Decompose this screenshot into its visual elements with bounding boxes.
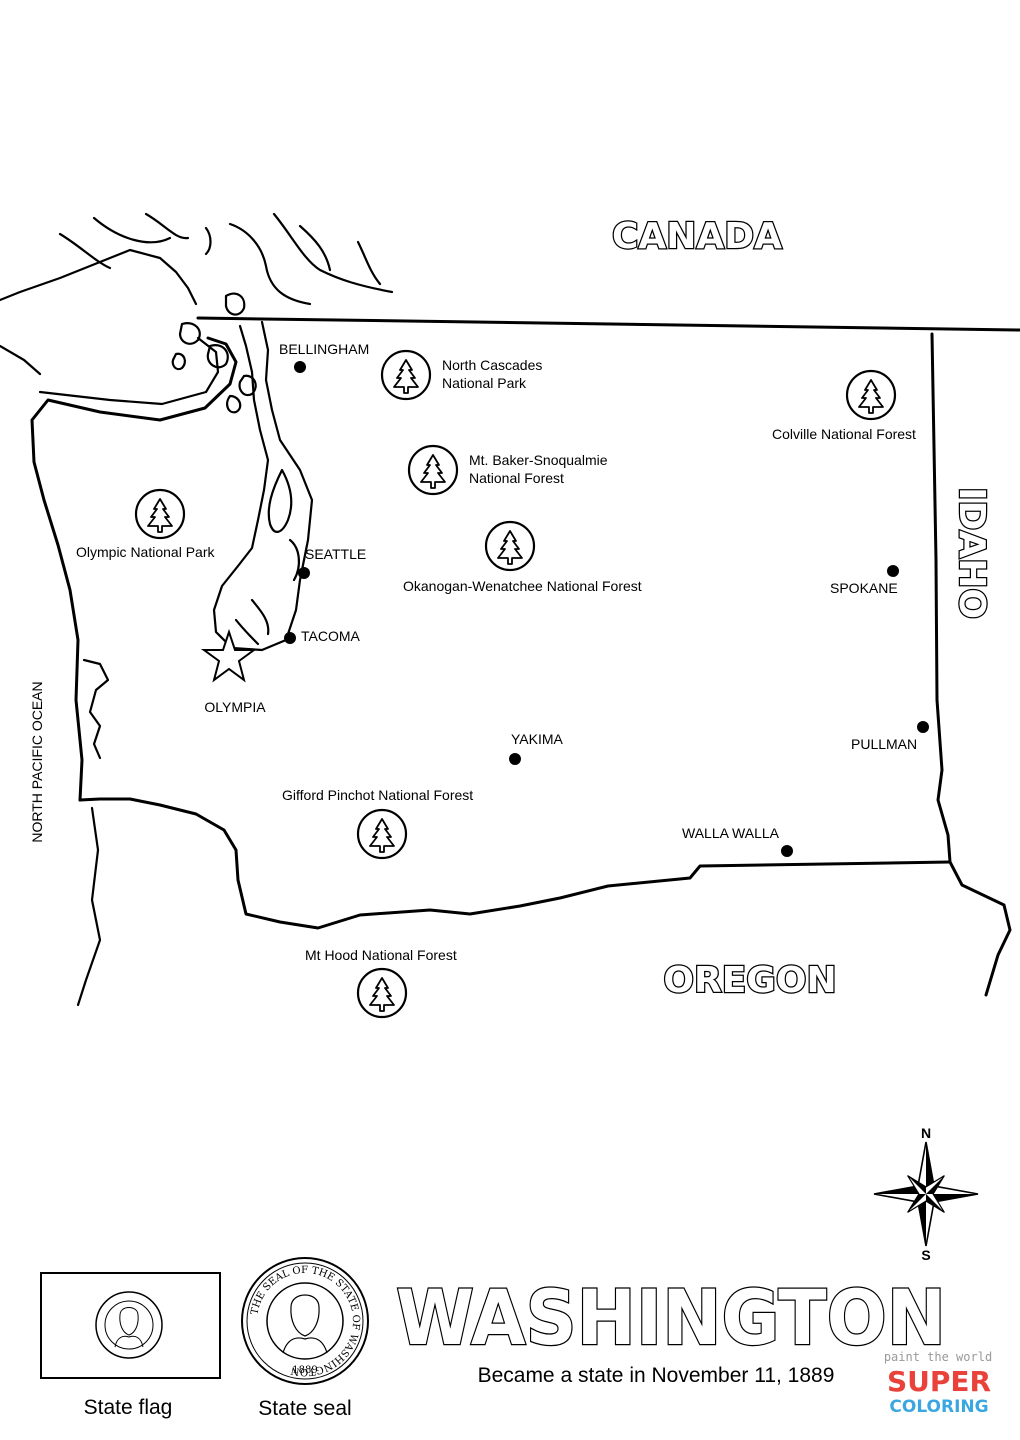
parks: North Cascades National Park Mt. Baker-S… <box>76 349 916 1019</box>
idaho-label: IDAHO <box>951 487 992 619</box>
logo-word-super: SUPER <box>887 1365 991 1398</box>
seal-caption: State seal <box>258 1397 351 1420</box>
willapa-bay <box>82 658 110 760</box>
tree-icon <box>356 808 408 860</box>
coast-detail <box>76 806 102 1007</box>
capital-marker: OLYMPIA <box>200 628 266 715</box>
state-outline <box>0 248 1020 1007</box>
city-label: SPOKANE <box>830 580 898 596</box>
state-seal: THE SEAL OF THE STATE OF WASHINGTON 1889 <box>241 1257 369 1385</box>
tree-icon <box>407 444 459 496</box>
compass-south-label: S <box>921 1247 930 1263</box>
ocean-label: NORTH PACIFIC OCEAN <box>29 681 45 842</box>
city-label: BELLINGHAM <box>279 341 369 357</box>
logo-tagline: paint the world <box>884 1350 992 1364</box>
park-label: National Park <box>442 375 527 391</box>
city-pullman: PULLMAN <box>851 721 929 752</box>
super-coloring-logo: paint the world SUPER COLORING <box>884 1350 992 1417</box>
city-label: YAKIMA <box>511 731 564 747</box>
pacific-coast <box>30 336 238 802</box>
park-mt-baker-snoqualmie: Mt. Baker-Snoqualmie National Forest <box>407 444 608 496</box>
capital-label: OLYMPIA <box>204 699 266 715</box>
state-flag <box>40 1272 221 1379</box>
statehood-text: Became a state in November 11, 1889 <box>478 1364 835 1387</box>
tree-icon <box>380 349 432 401</box>
park-label: Okanogan-Wenatchee National Forest <box>403 578 642 594</box>
vancouver-island <box>0 248 198 306</box>
park-mt-hood: Mt Hood National Forest <box>305 947 457 1019</box>
park-gifford-pinchot: Gifford Pinchot National Forest <box>282 787 473 860</box>
park-label: Gifford Pinchot National Forest <box>282 787 473 803</box>
city-label: WALLA WALLA <box>682 825 780 841</box>
city-seattle: SEATTLE <box>298 546 366 579</box>
tree-icon <box>134 488 186 540</box>
park-colville: Colville National Forest <box>772 369 916 442</box>
park-label: National Forest <box>469 470 564 486</box>
city-walla-walla: WALLA WALLA <box>682 825 793 857</box>
park-label: Mt. Baker-Snoqualmie <box>469 452 608 468</box>
canada-label: CANADA <box>612 216 782 257</box>
idaho-border <box>930 332 1012 997</box>
park-label: Olympic National Park <box>76 544 215 560</box>
park-north-cascades: North Cascades National Park <box>380 349 542 401</box>
park-label: Mt Hood National Forest <box>305 947 457 963</box>
city-bellingham: BELLINGHAM <box>279 341 369 373</box>
city-tacoma: TACOMA <box>284 628 361 644</box>
park-label: North Cascades <box>442 357 542 373</box>
tree-icon <box>356 967 408 1019</box>
city-yakima: YAKIMA <box>509 731 564 765</box>
tree-icon <box>845 369 897 421</box>
logo-word-coloring: COLORING <box>889 1397 988 1417</box>
flag-caption: State flag <box>84 1396 173 1419</box>
oregon-label: OREGON <box>663 960 836 1001</box>
tree-icon <box>484 520 536 572</box>
state-title: WASHINGTON <box>396 1273 946 1362</box>
strait-north-shore <box>38 336 220 406</box>
seal-year: 1889 <box>292 1365 317 1376</box>
puget-sound <box>58 212 394 652</box>
canada-border <box>196 316 1020 332</box>
park-olympic: Olympic National Park <box>76 488 215 560</box>
compass-rose-icon: N S <box>873 1125 979 1263</box>
city-label: SEATTLE <box>305 546 366 562</box>
cities: BELLINGHAM SEATTLE TACOMA YAKIMA SPOKANE… <box>279 341 929 857</box>
oregon-border <box>78 797 952 930</box>
compass-north-label: N <box>921 1125 931 1141</box>
star-icon <box>200 628 258 683</box>
park-label: Colville National Forest <box>772 426 916 442</box>
park-okanogan-wenatchee: Okanogan-Wenatchee National Forest <box>403 520 642 594</box>
city-spokane: SPOKANE <box>830 565 899 596</box>
city-label: TACOMA <box>301 628 361 644</box>
city-label: PULLMAN <box>851 736 917 752</box>
vancouver-island-south <box>0 344 42 376</box>
